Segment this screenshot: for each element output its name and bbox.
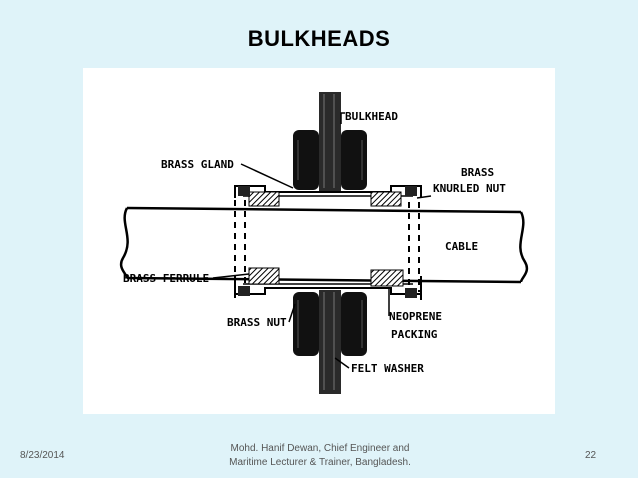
bulkhead-plate-upper: [319, 92, 341, 192]
leader-bulkhead: [340, 112, 345, 124]
gland-flange-right-top: [405, 186, 417, 196]
label-cable: CABLE: [445, 240, 478, 253]
diagram-panel: BULKHEAD BRASS GLAND BRASS KNURLED NUT C…: [83, 68, 555, 414]
slide-title: BULKHEADS: [247, 26, 391, 51]
label-felt-washer: FELT WASHER: [351, 362, 424, 375]
leader-felt-washer: [334, 357, 350, 369]
gland-flange-left-top: [238, 186, 250, 196]
label-brass-nut: BRASS NUT: [227, 316, 287, 329]
bulkhead-gland-diagram: BULKHEAD BRASS GLAND BRASS KNURLED NUT C…: [119, 92, 529, 394]
brass-gland-hatch: [248, 191, 280, 207]
ferrule-dashed-lines: [234, 200, 420, 292]
slide-number: 22: [585, 450, 597, 461]
footer-author-line1: Mohd. Hanif Dewan, Chief Engineer and: [230, 443, 410, 454]
brass-ferrule-hatch: [248, 267, 280, 285]
label-knurled-nut: KNURLED NUT: [433, 182, 506, 195]
label-packing: PACKING: [391, 328, 438, 341]
cable: [119, 206, 529, 284]
neoprene-packing-hatch: [370, 269, 404, 287]
label-neoprene: NEOPRENE: [389, 310, 442, 323]
gland-flange-left-bottom: [238, 286, 250, 296]
leader-knurled-nut: [416, 195, 432, 199]
label-bulkhead: BULKHEAD: [345, 110, 398, 123]
label-brass-gland: BRASS GLAND: [161, 158, 234, 171]
leader-brass-nut: [288, 303, 296, 323]
felt-washer-upper: [293, 130, 367, 190]
label-brass: BRASS: [461, 166, 494, 179]
label-brass-ferrule: BRASS FERRULE: [123, 272, 209, 285]
footer-author-line2: Maritime Lecturer & Trainer, Bangladesh.: [229, 457, 411, 468]
leader-brass-gland: [240, 163, 294, 189]
felt-washer-lower: [293, 292, 367, 356]
bulkhead-plate-lower: [319, 290, 341, 394]
knurled-nut-hatch: [370, 191, 402, 207]
footer-author: Mohd. Hanif Dewan, Chief Engineer and Ma…: [205, 442, 435, 470]
gland-flange-right-bottom: [405, 288, 417, 298]
leader-brass-ferrule: [212, 273, 250, 279]
footer-date: 8/23/2014: [20, 450, 65, 461]
